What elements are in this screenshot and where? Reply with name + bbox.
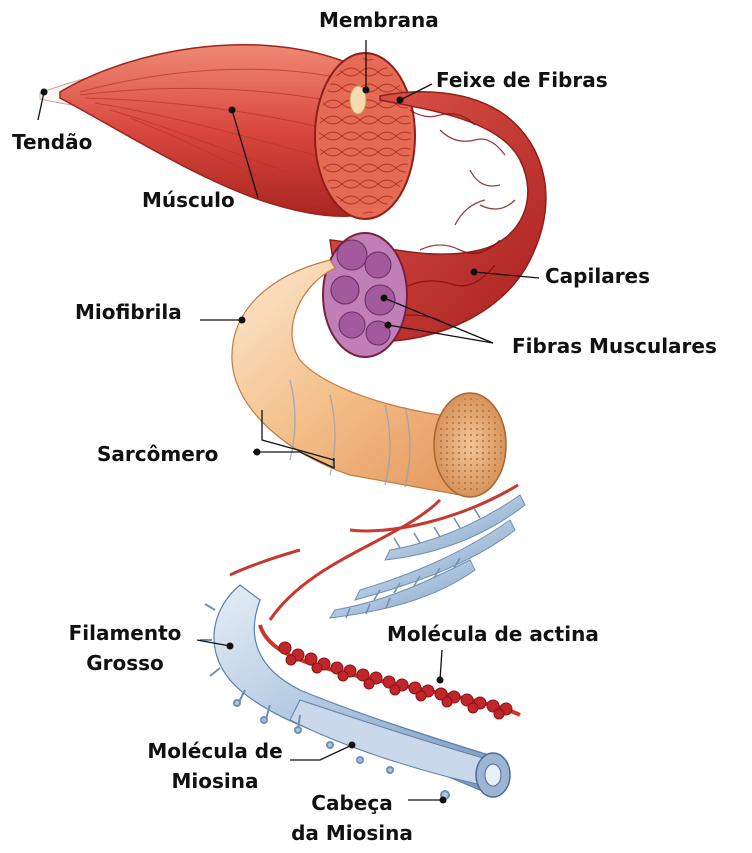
label-molecula-de-miosina: Molécula de Miosina [140,740,290,792]
label-miofibrila: Miofibrila [75,301,182,323]
label-fibras-musculares: Fibras Musculares [512,335,717,357]
label-capilares: Capilares [545,265,650,287]
label-cabeca-line2: da Miosina [282,822,422,844]
label-miosina-line1: Molécula de [140,740,290,762]
label-cabeca-line1: Cabeça [282,792,422,814]
thick-filaments-upper [330,495,525,618]
label-feixe-de-fibras: Feixe de Fibras [436,69,608,91]
label-miosina-line2: Miosina [140,770,290,792]
label-membrana: Membrana [319,9,439,31]
label-filamento-line1: Filamento [56,622,194,644]
leader-miosina [290,745,352,760]
leader-actina [440,650,442,680]
label-sarcomero: Sarcômero [97,443,218,465]
label-tendao: Tendão [12,131,92,153]
filament-bundle-tube [290,700,505,790]
label-molecula-de-actina: Molécula de actina [387,623,599,645]
label-filamento-grosso: Filamento Grosso [56,622,194,674]
label-musculo: Músculo [142,189,235,211]
label-filamento-line2: Grosso [56,652,194,674]
label-cabeca-da-miosina: Cabeça da Miosina [282,792,422,844]
